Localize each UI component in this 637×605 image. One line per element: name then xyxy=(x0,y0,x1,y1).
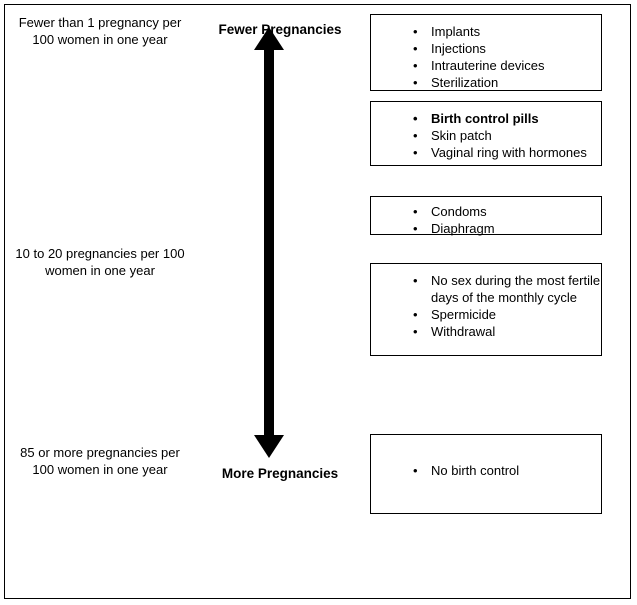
effectiveness-label-bottom: 85 or more pregnancies per 100 women in … xyxy=(20,445,180,477)
method-list: • No birth control xyxy=(371,462,601,479)
effectiveness-label-middle: 10 to 20 pregnancies per 100 women in on… xyxy=(15,246,185,278)
method-item: • Skin patch xyxy=(371,127,601,144)
bullet-icon: • xyxy=(413,221,418,236)
arrow-down-icon xyxy=(254,435,284,458)
method-label: Vaginal ring with hormones xyxy=(431,145,587,160)
method-group-box: • Implants • Injections • Intrauterine devi… xyxy=(370,14,602,91)
bullet-icon: • xyxy=(413,24,418,39)
method-list: • No sex during the most fertile days of … xyxy=(371,272,601,340)
arrow-shaft xyxy=(264,47,274,447)
method-item: • No sex during the most fertile days of … xyxy=(371,272,601,306)
bullet-icon: • xyxy=(413,273,418,288)
bullet-icon: • xyxy=(413,463,418,478)
bullet-icon: • xyxy=(413,41,418,56)
method-label: Sterilization xyxy=(431,75,499,90)
more-pregnancies-title: More Pregnancies xyxy=(221,466,339,481)
method-group-box: • Condoms • Diaphragm xyxy=(370,196,602,237)
method-label: Diaphragm xyxy=(431,221,495,236)
method-item: • Intrauterine devices xyxy=(371,57,601,74)
method-list: • Condoms • Diaphragm xyxy=(371,203,601,237)
method-group-box: • No birth control xyxy=(370,434,602,514)
method-label: Implants xyxy=(431,24,481,39)
effectiveness-label-top: Fewer than 1 pregnancy per 100 women in … xyxy=(18,15,182,47)
bullet-icon: • xyxy=(413,307,418,322)
method-label: Withdrawal xyxy=(431,324,496,339)
bullet-icon: • xyxy=(413,145,418,160)
bullet-icon: • xyxy=(413,204,418,219)
bullet-icon: • xyxy=(413,324,418,339)
method-label: Intrauterine devices xyxy=(431,58,545,73)
method-item: • Spermicide xyxy=(371,306,601,323)
method-item: • Sterilization xyxy=(371,74,601,91)
method-group-box: • Birth control pills • Skin patch • Vagina… xyxy=(370,101,602,166)
method-list: • Implants • Injections • Intrauterine devi… xyxy=(371,23,601,91)
bullet-icon: • xyxy=(413,128,418,143)
method-item: • Implants xyxy=(371,23,601,40)
method-label: No sex during the most fertile days of t… xyxy=(431,273,601,305)
method-label: Condoms xyxy=(431,204,487,219)
method-group-box: • No sex during the most fertile days of … xyxy=(370,263,602,356)
method-label: Injections xyxy=(431,41,486,56)
method-item: • Birth control pills xyxy=(371,110,601,127)
method-item: • Diaphragm xyxy=(371,220,601,237)
arrow-up-icon xyxy=(254,27,284,50)
method-item: • Condoms xyxy=(371,203,601,220)
method-label: Birth control pills xyxy=(431,111,539,126)
method-item: • No birth control xyxy=(371,462,601,479)
method-label: No birth control xyxy=(431,463,520,478)
method-item: • Withdrawal xyxy=(371,323,601,340)
bullet-icon: • xyxy=(413,75,418,90)
bullet-icon: • xyxy=(413,58,418,73)
diagram-outer-border xyxy=(4,4,631,599)
bullet-icon: • xyxy=(413,111,418,126)
method-item: • Injections xyxy=(371,40,601,57)
method-label: Spermicide xyxy=(431,307,497,322)
method-item: • Vaginal ring with hormones xyxy=(371,144,601,161)
method-label: Skin patch xyxy=(431,128,492,143)
method-list: • Birth control pills • Skin patch • Vagina… xyxy=(371,110,601,161)
